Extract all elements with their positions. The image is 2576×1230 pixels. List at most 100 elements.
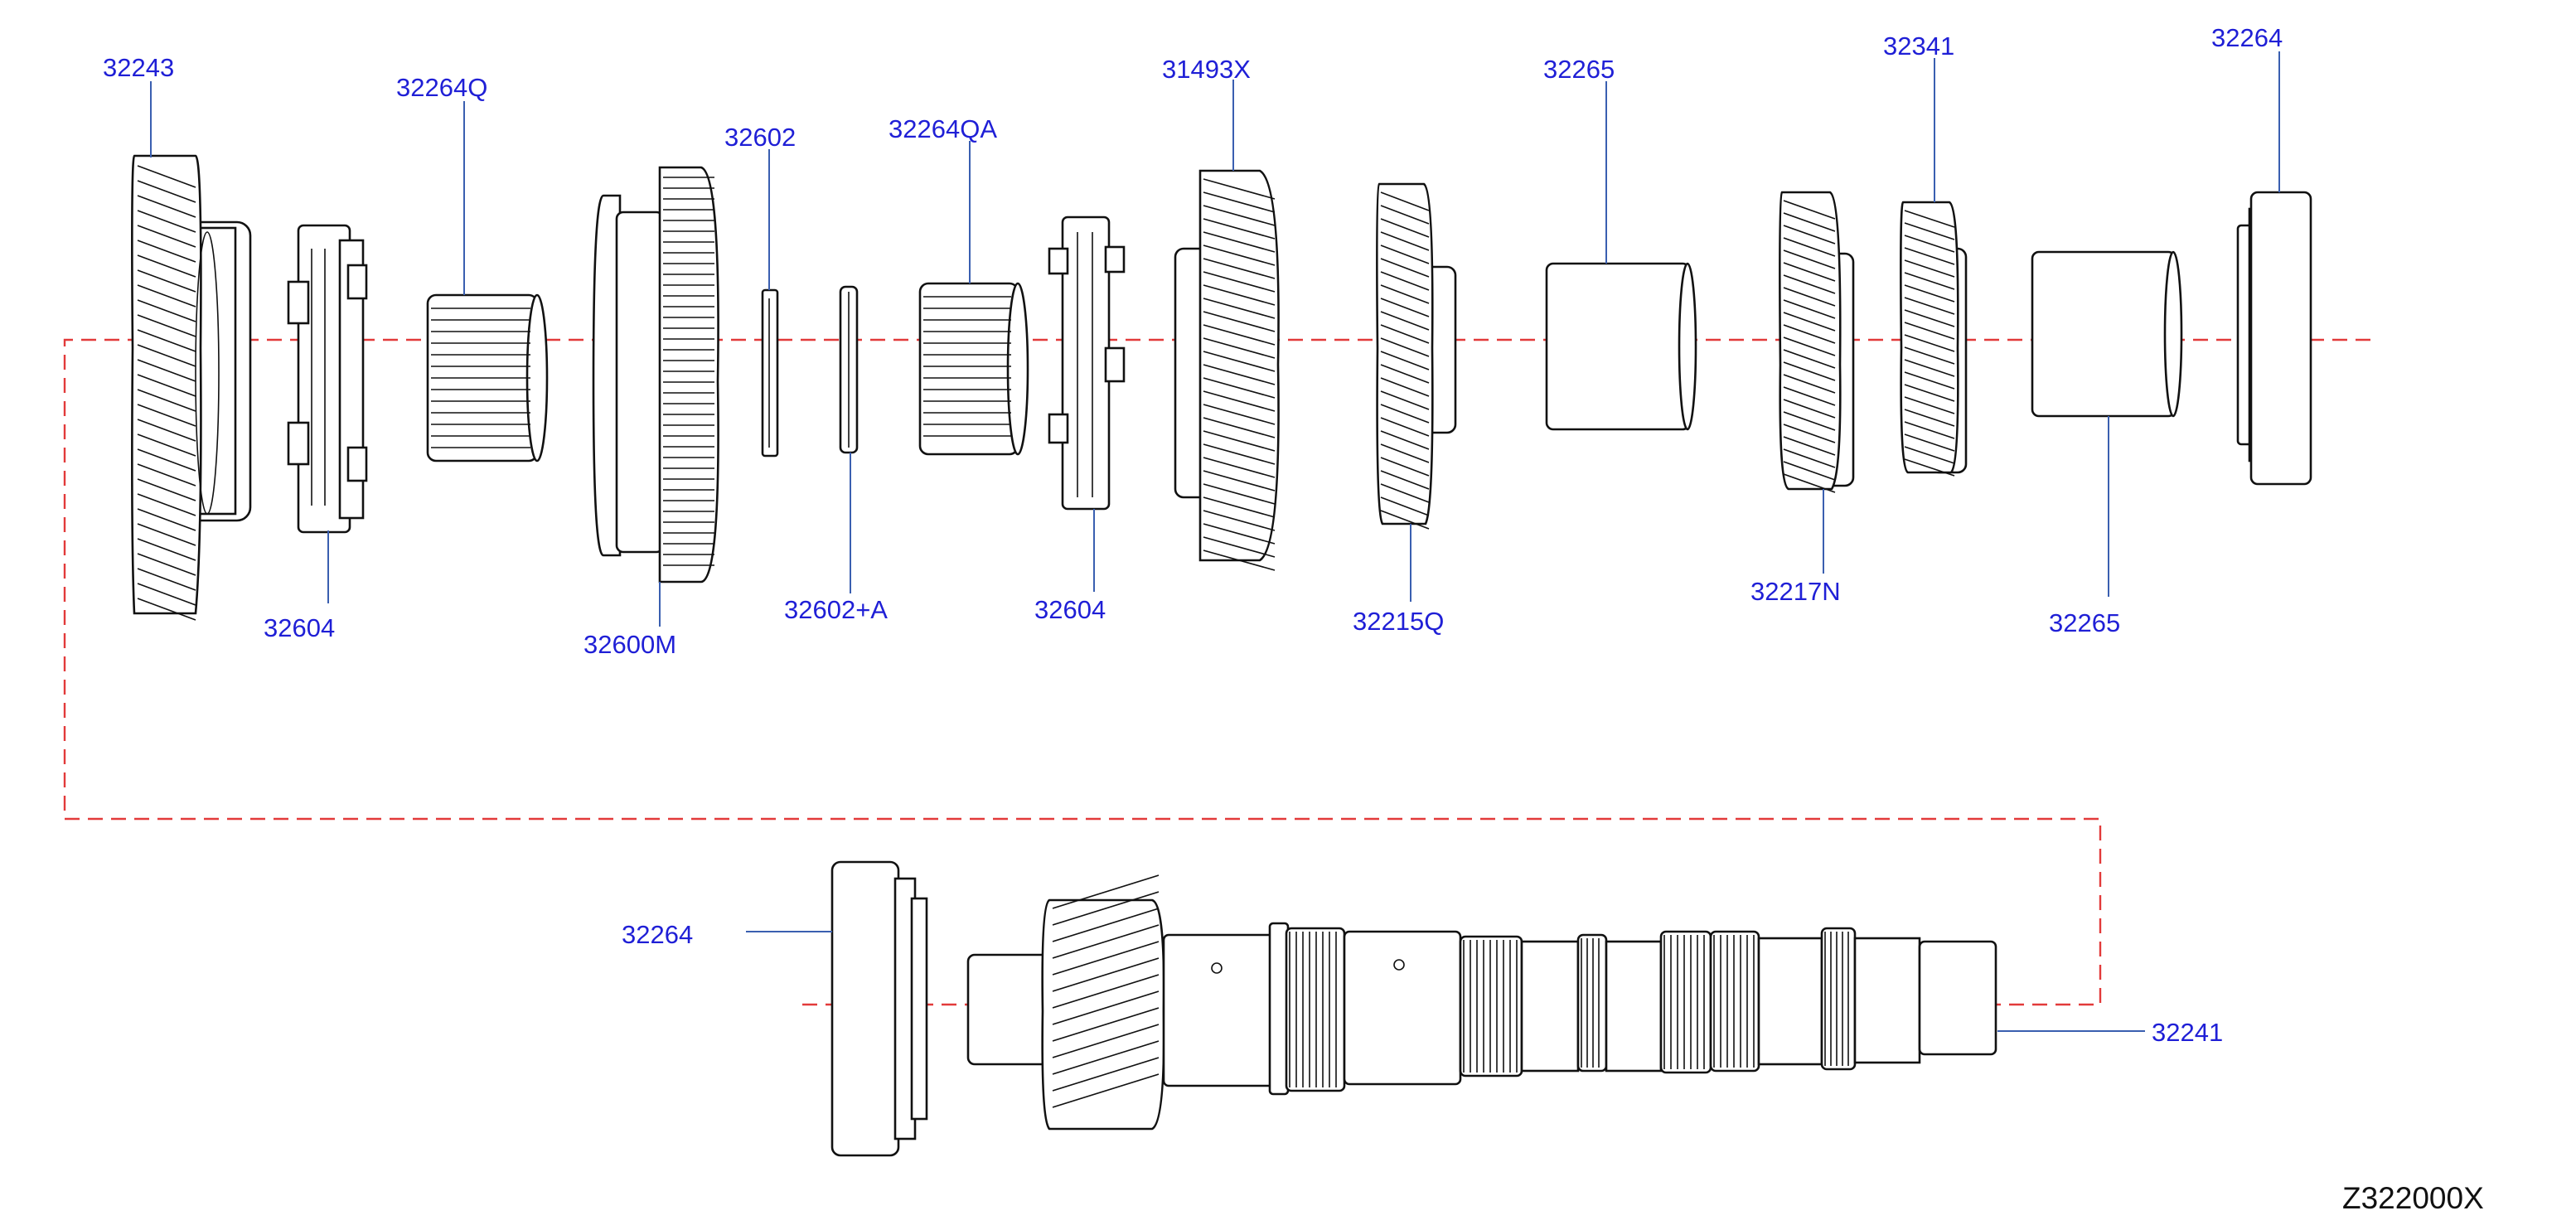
hatch-line — [1783, 262, 1836, 282]
hatch-line — [1052, 974, 1160, 1009]
label-32604-left: 32604 — [264, 613, 335, 642]
hatch-line — [1052, 891, 1160, 926]
part-32602-plate[interactable] — [761, 288, 779, 458]
hatch-line — [1904, 247, 1955, 265]
hatch-line — [137, 284, 196, 308]
bearing-needles — [923, 296, 1011, 437]
hatch-line — [137, 269, 196, 293]
hatch-line — [137, 404, 196, 427]
hatch-line — [1904, 409, 1955, 427]
part-32602A-ring[interactable] — [839, 285, 859, 454]
hatch-line — [1203, 496, 1276, 518]
hatch-line — [1052, 1007, 1160, 1042]
part-32264QA-needle-bearing[interactable] — [918, 282, 1029, 456]
label-32241: 32241 — [2152, 1018, 2223, 1047]
label-32264-top: 32264 — [2211, 23, 2283, 52]
part-32215Q-gear[interactable] — [1376, 182, 1457, 530]
hatch-line — [1380, 404, 1430, 424]
hatch-line — [1203, 550, 1276, 571]
hatch-line — [1203, 377, 1276, 399]
part-32264-bearing-top[interactable] — [2236, 191, 2312, 486]
hatch-line — [1904, 210, 1955, 228]
hatch-line — [1783, 225, 1836, 245]
hatch-line — [1904, 384, 1955, 402]
part-32600M-sync-sleeve[interactable] — [592, 166, 719, 584]
hatch-line — [1203, 191, 1276, 213]
hatch-line — [137, 389, 196, 412]
hatch-line — [1380, 496, 1430, 516]
gear-teeth — [1203, 178, 1276, 571]
part-32243-gear[interactable] — [131, 154, 252, 621]
hatch-line — [1203, 390, 1276, 412]
hatch-line — [1380, 430, 1430, 450]
hatch-line — [1380, 205, 1430, 225]
hatch-line — [137, 225, 196, 248]
shaft-splines — [1289, 932, 1849, 1087]
part-32264-bearing-bottom[interactable] — [830, 860, 928, 1157]
hatch-line — [1783, 287, 1836, 307]
hatch-line — [137, 359, 196, 382]
hatch-line — [1380, 443, 1430, 463]
hatch-line — [1052, 990, 1160, 1025]
hatch-line — [1380, 191, 1430, 211]
hatch-line — [1783, 411, 1836, 431]
hatch-line — [137, 523, 196, 546]
hatch-line — [137, 314, 196, 337]
part-32341-gear[interactable] — [1900, 201, 1968, 477]
hatch-line — [1380, 245, 1430, 264]
hatch-line — [1203, 271, 1276, 293]
hatch-line — [137, 568, 196, 591]
gear-teeth — [1783, 200, 1836, 493]
hatch-line — [1203, 443, 1276, 465]
hatch-line — [1904, 433, 1955, 452]
label-32604-right: 32604 — [1034, 595, 1106, 624]
hatch-line — [1380, 351, 1430, 370]
hatch-line — [1203, 245, 1276, 266]
part-31493X-gear[interactable] — [1174, 169, 1280, 571]
hatch-line — [1380, 311, 1430, 331]
part-32241-main-shaft[interactable] — [966, 874, 1997, 1131]
hatch-line — [137, 329, 196, 352]
hatch-line — [1203, 311, 1276, 332]
hatch-line — [1380, 231, 1430, 251]
label-32243: 32243 — [103, 53, 174, 82]
part-32265-bushing-top[interactable] — [1545, 262, 1697, 431]
hatch-line — [1203, 284, 1276, 306]
hatch-line — [1052, 874, 1160, 909]
hatch-line — [1783, 237, 1836, 257]
part-32265-bushing-right[interactable] — [2031, 250, 2183, 418]
hatch-line — [1203, 470, 1276, 492]
label-32264-bottom: 32264 — [622, 920, 693, 949]
sleeve-teeth — [663, 177, 714, 566]
hatch-line — [1783, 361, 1836, 381]
hatch-line — [1203, 430, 1276, 452]
gear-teeth — [1904, 210, 1955, 477]
hatch-line — [1052, 1024, 1160, 1058]
hatch-line — [1380, 470, 1430, 490]
label-32264Q: 32264Q — [396, 73, 487, 102]
part-32604-hub-left[interactable] — [287, 224, 368, 534]
hatch-line — [1904, 359, 1955, 377]
label-32600M: 32600M — [583, 630, 676, 659]
hatch-line — [1203, 417, 1276, 438]
hatch-line — [1783, 399, 1836, 419]
hatch-line — [137, 553, 196, 576]
part-32264Q-needle-bearing[interactable] — [426, 293, 549, 462]
hatch-line — [137, 478, 196, 501]
label-32602A: 32602+A — [784, 595, 888, 624]
part-32604-hub-right[interactable] — [1048, 215, 1126, 511]
hatch-line — [1203, 205, 1276, 226]
hatch-line — [1052, 924, 1160, 959]
hatch-line — [1904, 334, 1955, 352]
hatch-line — [137, 195, 196, 218]
hatch-line — [1380, 457, 1430, 477]
hatch-line — [137, 583, 196, 606]
label-32264QA: 32264QA — [889, 114, 997, 143]
hatch-line — [1904, 322, 1955, 340]
hatch-line — [1904, 297, 1955, 315]
hatch-line — [1904, 458, 1955, 477]
hatch-line — [1380, 417, 1430, 437]
hatch-line — [1380, 483, 1430, 503]
part-32217N-gear[interactable] — [1779, 191, 1855, 493]
